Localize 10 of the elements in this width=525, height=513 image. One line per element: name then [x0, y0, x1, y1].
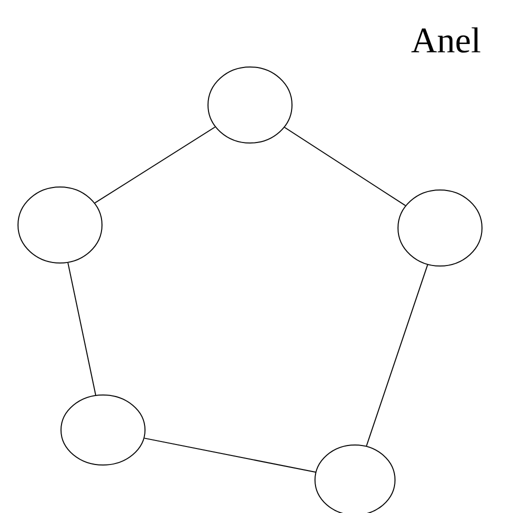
connector-line: [284, 126, 406, 206]
node-ellipse: [398, 189, 482, 266]
connector-line: [144, 438, 316, 473]
connector-line: [94, 126, 216, 204]
node-ellipse: [18, 186, 102, 264]
node-ellipse: [208, 66, 292, 144]
connector-line: [67, 262, 96, 396]
connector-line: [366, 264, 428, 446]
title: Anel: [411, 27, 480, 53]
node-ellipse: [60, 394, 146, 466]
